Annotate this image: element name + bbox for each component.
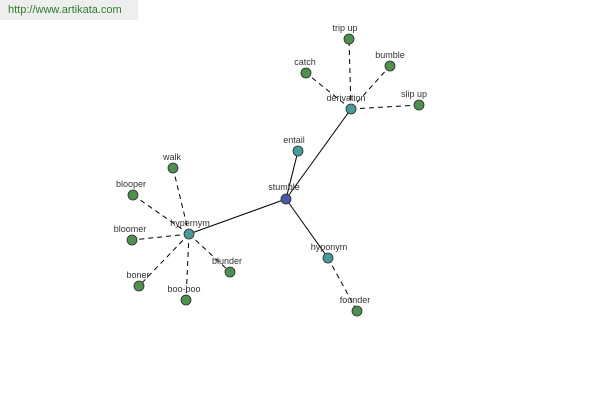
node-blooper[interactable]: blooper	[116, 179, 146, 201]
node-dot-bumble[interactable]	[384, 60, 396, 72]
node-dot-slip_up[interactable]	[413, 99, 425, 111]
edge-stumble-entail	[285, 150, 299, 200]
node-label-trip_up: trip up	[332, 23, 357, 33]
node-label-catch: catch	[294, 57, 316, 67]
edge-hypernym-boo_boo	[185, 233, 190, 301]
node-label-stumble: stumble	[268, 182, 300, 192]
nodes-layer: stumble derivation hypernym hyponym entail tr…	[114, 23, 427, 317]
node-label-blunder: blunder	[212, 256, 242, 266]
node-blunder[interactable]: blunder	[212, 256, 242, 278]
node-entail[interactable]: entail	[283, 135, 305, 157]
node-label-entail: entail	[283, 135, 305, 145]
edge-hypernym-blunder	[188, 233, 231, 273]
node-label-walk: walk	[162, 152, 182, 162]
node-label-hypernym: hypernym	[170, 218, 210, 228]
node-dot-catch[interactable]	[300, 67, 312, 79]
node-dot-blooper[interactable]	[127, 189, 139, 201]
node-label-boo_boo: boo-boo	[167, 284, 200, 294]
node-catch[interactable]: catch	[294, 57, 316, 79]
node-label-blooper: blooper	[116, 179, 146, 189]
node-dot-derivation[interactable]	[345, 103, 357, 115]
node-boo_boo[interactable]: boo-boo	[167, 284, 201, 306]
edge-derivation-catch	[305, 72, 352, 110]
node-dot-walk[interactable]	[167, 162, 179, 174]
node-bumble[interactable]: bumble	[375, 50, 405, 72]
node-dot-trip_up[interactable]	[343, 33, 355, 45]
node-dot-boner[interactable]	[133, 280, 145, 292]
node-dot-hypernym[interactable]	[183, 228, 195, 240]
node-stumble[interactable]: stumble	[268, 182, 300, 205]
edge-stumble-derivation	[285, 108, 352, 200]
node-dot-stumble[interactable]	[280, 193, 292, 205]
node-label-bumble: bumble	[375, 50, 405, 60]
node-dot-hyponym[interactable]	[322, 252, 334, 264]
watermark-url: http://www.artikata.com	[0, 0, 138, 20]
node-label-derivation: derivation	[326, 93, 365, 103]
node-label-founder: founder	[340, 295, 371, 305]
edge-hypernym-bloomer	[131, 233, 190, 241]
node-bloomer[interactable]: bloomer	[114, 224, 147, 246]
node-derivation[interactable]: derivation	[326, 93, 366, 115]
node-dot-entail[interactable]	[292, 145, 304, 157]
node-dot-blunder[interactable]	[224, 266, 236, 278]
node-boner[interactable]: boner	[126, 270, 150, 292]
edge-hyponym-founder	[327, 257, 358, 312]
node-hypernym[interactable]: hypernym	[170, 218, 210, 240]
node-trip_up[interactable]: trip up	[332, 23, 358, 45]
edge-hypernym-boner	[138, 233, 190, 287]
edge-derivation-trip_up	[348, 38, 352, 110]
node-dot-bloomer[interactable]	[126, 234, 138, 246]
edge-stumble-hyponym	[285, 198, 329, 259]
node-label-boner: boner	[126, 270, 149, 280]
edge-derivation-slip_up	[350, 104, 420, 110]
edge-derivation-bumble	[350, 65, 391, 110]
node-slip_up[interactable]: slip up	[401, 89, 427, 111]
node-hyponym[interactable]: hyponym	[311, 242, 348, 264]
node-label-slip_up: slip up	[401, 89, 427, 99]
node-dot-founder[interactable]	[351, 305, 363, 317]
edges-layer	[131, 38, 420, 312]
edge-hypernym-walk	[172, 167, 190, 235]
node-dot-boo_boo[interactable]	[180, 294, 192, 306]
node-walk[interactable]: walk	[162, 152, 182, 174]
edge-hypernym-blooper	[132, 194, 190, 235]
node-label-bloomer: bloomer	[114, 224, 147, 234]
edge-stumble-hypernym	[188, 198, 287, 235]
node-founder[interactable]: founder	[340, 295, 371, 317]
node-label-hyponym: hyponym	[311, 242, 348, 252]
